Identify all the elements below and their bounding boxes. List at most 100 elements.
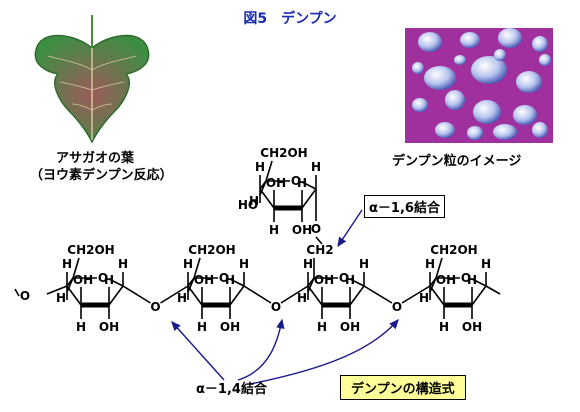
atom-oh: OH [73, 273, 93, 287]
bond [435, 257, 443, 279]
atom-h: H [197, 320, 207, 334]
starch-granule [454, 55, 466, 65]
atom-oh: OH [314, 273, 334, 287]
bond [187, 285, 203, 306]
atom-h: H [297, 291, 307, 305]
atom-h: H [118, 257, 128, 271]
atom-ch2: CH2 [306, 243, 333, 257]
atom-h: H [439, 320, 449, 334]
arrow-alpha-1-6 [337, 209, 363, 248]
arrow-alpha-1-4 [171, 320, 225, 381]
bond [187, 277, 195, 293]
arrow-alpha-1-4 [237, 318, 285, 381]
atom-oh: OH [462, 320, 482, 334]
bond [280, 285, 309, 304]
atom-h: H [317, 320, 327, 334]
starch-granule [412, 62, 424, 74]
atom-o: O [219, 271, 229, 285]
starch-granule [494, 49, 506, 61]
atom-oh: OH [194, 273, 214, 287]
atom-o: O [150, 300, 160, 314]
bond [160, 285, 189, 304]
bond [429, 285, 445, 306]
atom-h: H [467, 273, 477, 287]
bond [301, 181, 317, 190]
atom-h: H [76, 320, 86, 334]
atom-o: O [98, 271, 108, 285]
bond [315, 236, 323, 245]
atom-ch2oh: CH2OH [67, 243, 114, 257]
atom-labels: OCH2OHHHHOOHHHOHHOOCH2OHHHOHHHOHHOCH2OHH… [20, 146, 491, 334]
atom-h: H [269, 223, 279, 237]
atom-ch2oh: CH2OH [260, 146, 307, 160]
alpha-1-4-label: α－1,4結合 [196, 382, 267, 397]
atom-oh: OH [220, 320, 240, 334]
atom-ch2oh: CH2OH [430, 243, 477, 257]
bond [429, 277, 437, 293]
atom-h: H [249, 194, 259, 208]
atom-oh: OH [340, 320, 360, 334]
atom-h: H [297, 176, 307, 190]
atom-oh: OH [266, 176, 286, 190]
leaf-subcaption: （ヨウ素デンプン反応） [30, 168, 173, 183]
atom-h: H [481, 257, 491, 271]
atom-o: O [339, 271, 349, 285]
atom-ch2oh: CH2OH [188, 243, 235, 257]
starch-granule [471, 56, 507, 84]
atom-o: O [20, 289, 30, 303]
bond [229, 278, 245, 287]
bond [259, 180, 267, 196]
starch-granule [412, 98, 428, 112]
bond [108, 285, 124, 306]
bond [108, 278, 124, 287]
atom-o: O [392, 300, 402, 314]
atom-h: H [62, 257, 72, 271]
bond [485, 285, 501, 295]
chemical-bonds [14, 160, 501, 319]
bond [229, 285, 245, 306]
bond [363, 285, 393, 304]
atom-ho: HO [238, 198, 258, 212]
starch-granule [532, 36, 548, 52]
starch-granule [467, 126, 483, 140]
atom-h: H [104, 273, 114, 287]
atom-h: H [311, 160, 321, 174]
starch-granule [513, 105, 537, 125]
bond [66, 285, 82, 306]
leaf-caption: アサガオの葉 [56, 151, 135, 166]
starch-granule [445, 90, 465, 110]
bond [14, 288, 20, 297]
starch-granule [539, 54, 551, 66]
starch-granule [493, 124, 517, 140]
atom-h: H [303, 257, 313, 271]
atom-oh: OH [436, 273, 456, 287]
starch-granule [532, 122, 548, 138]
starch-granule [460, 32, 480, 48]
starch-granule-image [405, 28, 553, 143]
bond [349, 285, 365, 306]
atom-h: H [425, 257, 435, 271]
bond [401, 285, 431, 304]
bond [265, 160, 273, 182]
bond [66, 277, 74, 293]
bond [307, 285, 323, 306]
atom-oh: OH [292, 223, 312, 237]
atom-oh: OH [99, 320, 119, 334]
bond-arrows [171, 209, 399, 385]
morning-glory-leaf [34, 15, 150, 144]
bond [243, 285, 272, 304]
atom-o: O [461, 271, 471, 285]
bond [349, 278, 365, 287]
atom-h: H [177, 291, 187, 305]
starch-granule [498, 28, 522, 48]
bond [46, 285, 68, 295]
starch-granule [516, 71, 542, 93]
atom-h: H [345, 273, 355, 287]
atom-h: H [359, 257, 369, 271]
atom-h: H [56, 291, 66, 305]
starch-granule [435, 122, 455, 138]
atom-h: H [419, 291, 429, 305]
bond [471, 278, 487, 287]
bond [259, 188, 275, 209]
